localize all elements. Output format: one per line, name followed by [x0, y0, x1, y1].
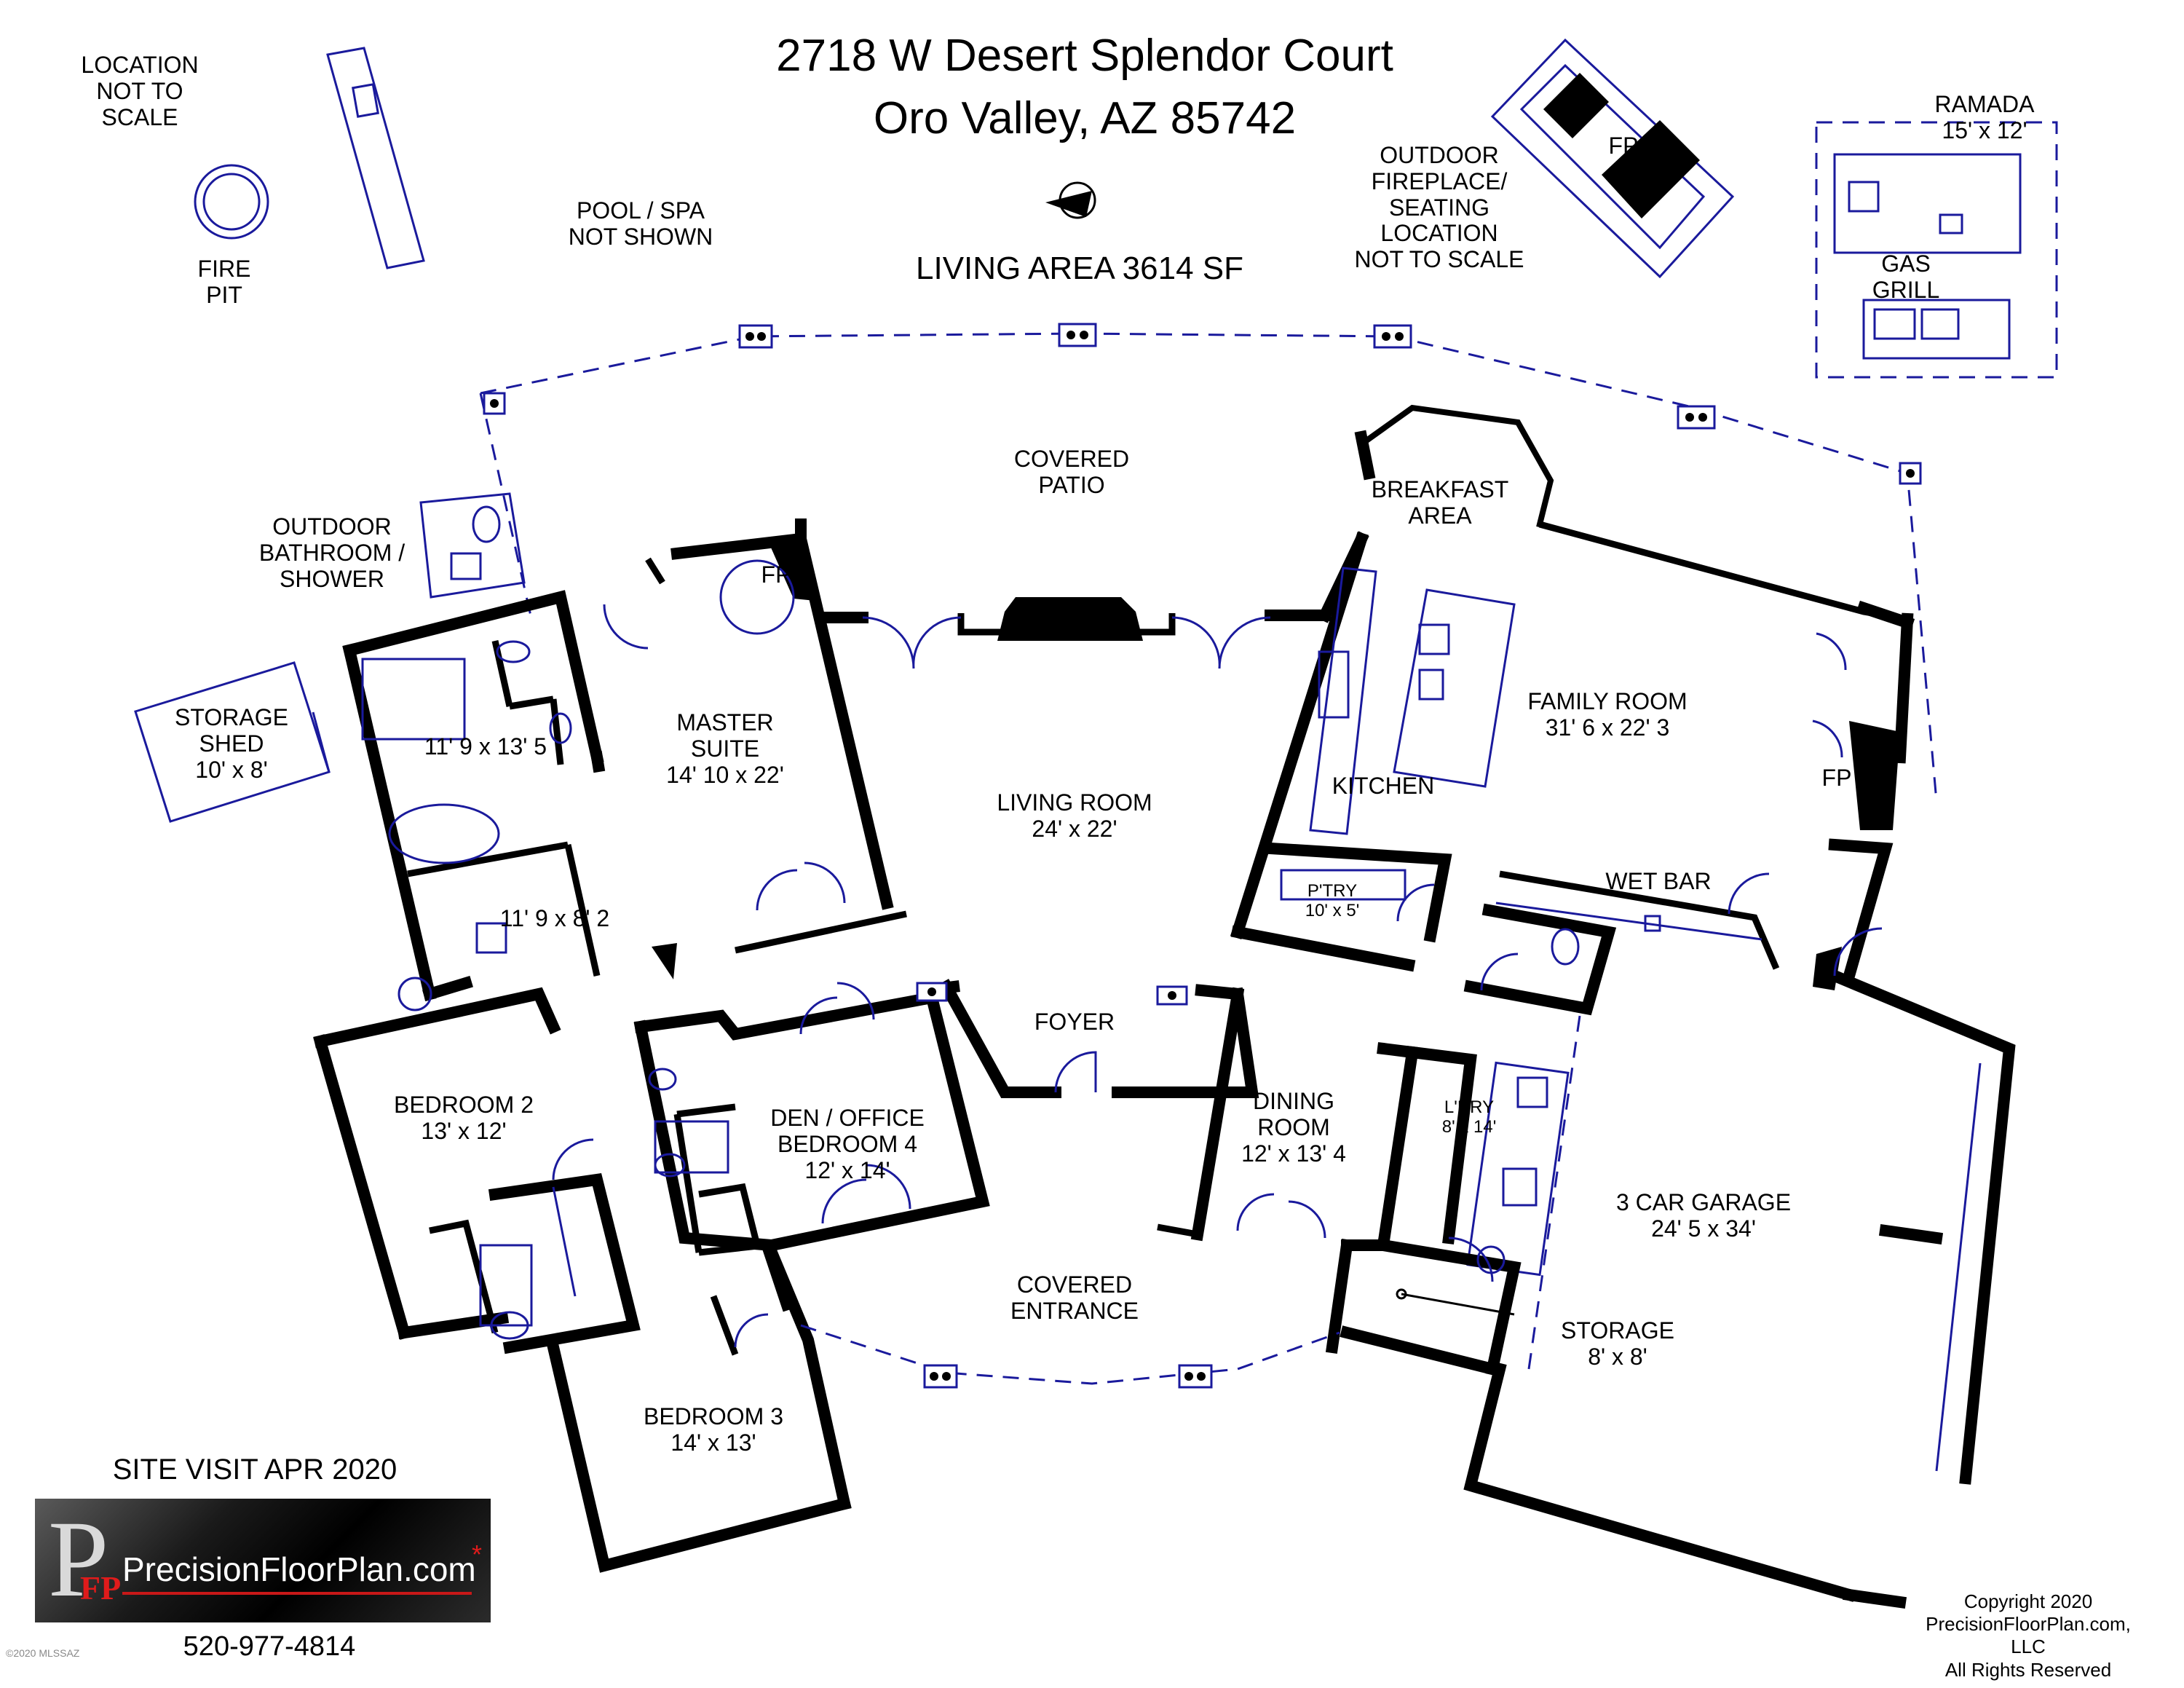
- living-area-total: LIVING AREA 3614 SF: [915, 251, 1244, 286]
- house-walls: [313, 404, 2016, 1609]
- living-room-fireplace-label: FP: [1051, 610, 1082, 636]
- master-fireplace-label: FP: [761, 561, 791, 588]
- master-suite-label: MASTER SUITE 14' 10 x 22': [666, 709, 784, 788]
- wet-bar-label: WET BAR: [1605, 868, 1712, 894]
- logo-star-icon: *: [472, 1539, 483, 1569]
- kitchen-label: KITCHEN: [1332, 773, 1435, 799]
- logo-letter: P: [48, 1499, 109, 1620]
- outdoor-bathroom-plan: [419, 492, 526, 599]
- fire-pit-label: FIRE PIT: [197, 256, 251, 308]
- gas-grill-label: GAS GRILL: [1872, 251, 1940, 303]
- living-room-label: LIVING ROOM 24' x 22': [997, 789, 1152, 842]
- address-line-1: 2718 W Desert Splendor Court: [776, 31, 1393, 81]
- outdoor-bench: [326, 47, 425, 269]
- pool-spa-note: POOL / SPA NOT SHOWN: [568, 197, 713, 250]
- bedroom-3-label: BEDROOM 3 14' x 13': [643, 1403, 784, 1456]
- master-closet-label: 11' 9 x 8' 2: [499, 905, 610, 931]
- family-room-label: FAMILY ROOM 31' 6 x 22' 3: [1527, 688, 1688, 741]
- laundry-label: L'DRY 8' x 14': [1441, 1097, 1497, 1137]
- photo-credit: ©2020 MLSSAZ: [6, 1647, 80, 1659]
- covered-patio-outline: [479, 323, 1938, 802]
- logo-sub: FP: [80, 1569, 122, 1606]
- copyright-notice: Copyright 2020 PrecisionFloorPlan.com, L…: [1926, 1590, 2131, 1681]
- logo-brand-text: PrecisionFloorPlan.com: [122, 1550, 476, 1588]
- ramada-plan: [1815, 121, 2058, 379]
- breakfast-area-label: BREAKFAST AREA: [1371, 476, 1509, 529]
- fire-pit: [194, 164, 269, 240]
- address-line-2: Oro Valley, AZ 85742: [873, 93, 1297, 143]
- north-arrow: [1045, 181, 1096, 219]
- storage-label: STORAGE 8' x 8': [1561, 1317, 1674, 1370]
- company-logo: P FP PrecisionFloorPlan.com *: [35, 1499, 491, 1622]
- master-bath-label: 11' 9 x 13' 5: [424, 733, 547, 760]
- storage-shed-plan: [134, 661, 331, 823]
- door-swings: [552, 604, 1883, 1348]
- garage-label: 3 CAR GARAGE 24' 5 x 34': [1615, 1189, 1792, 1242]
- ramada-label: RAMADA 15' x 12': [1934, 91, 2035, 143]
- logo-rule: [122, 1592, 472, 1595]
- outdoor-fireplace-plan: [1490, 38, 1735, 279]
- covered-entrance-label: COVERED ENTRANCE: [1010, 1271, 1139, 1324]
- fixtures: [361, 559, 1580, 1340]
- location-not-to-scale-note: LOCATION NOT TO SCALE: [81, 52, 199, 130]
- storage-shed-label: STORAGE SHED 10' x 8': [175, 704, 288, 783]
- site-visit-date: SITE VISIT APR 2020: [112, 1454, 397, 1486]
- dining-room-label: DINING ROOM 12' x 13' 4: [1241, 1088, 1346, 1167]
- covered-patio-label: COVERED PATIO: [1013, 446, 1130, 498]
- phone-number: 520-977-4814: [183, 1631, 356, 1662]
- family-room-fireplace-label: FP: [1821, 765, 1852, 791]
- bedroom-2-label: BEDROOM 2 13' x 12': [393, 1092, 534, 1144]
- outdoor-fireplace-note: OUTDOOR FIREPLACE/ SEATING LOCATION NOT …: [1354, 142, 1524, 273]
- pantry-label: P'TRY 10' x 5': [1305, 881, 1360, 920]
- outdoor-fireplace-fp-label: FP: [1608, 133, 1639, 159]
- den-office-label: DEN / OFFICE BEDROOM 4 12' x 14': [770, 1105, 925, 1183]
- outdoor-bathroom-label: OUTDOOR BATHROOM / SHOWER: [258, 513, 405, 592]
- foyer-label: FOYER: [1034, 1009, 1115, 1035]
